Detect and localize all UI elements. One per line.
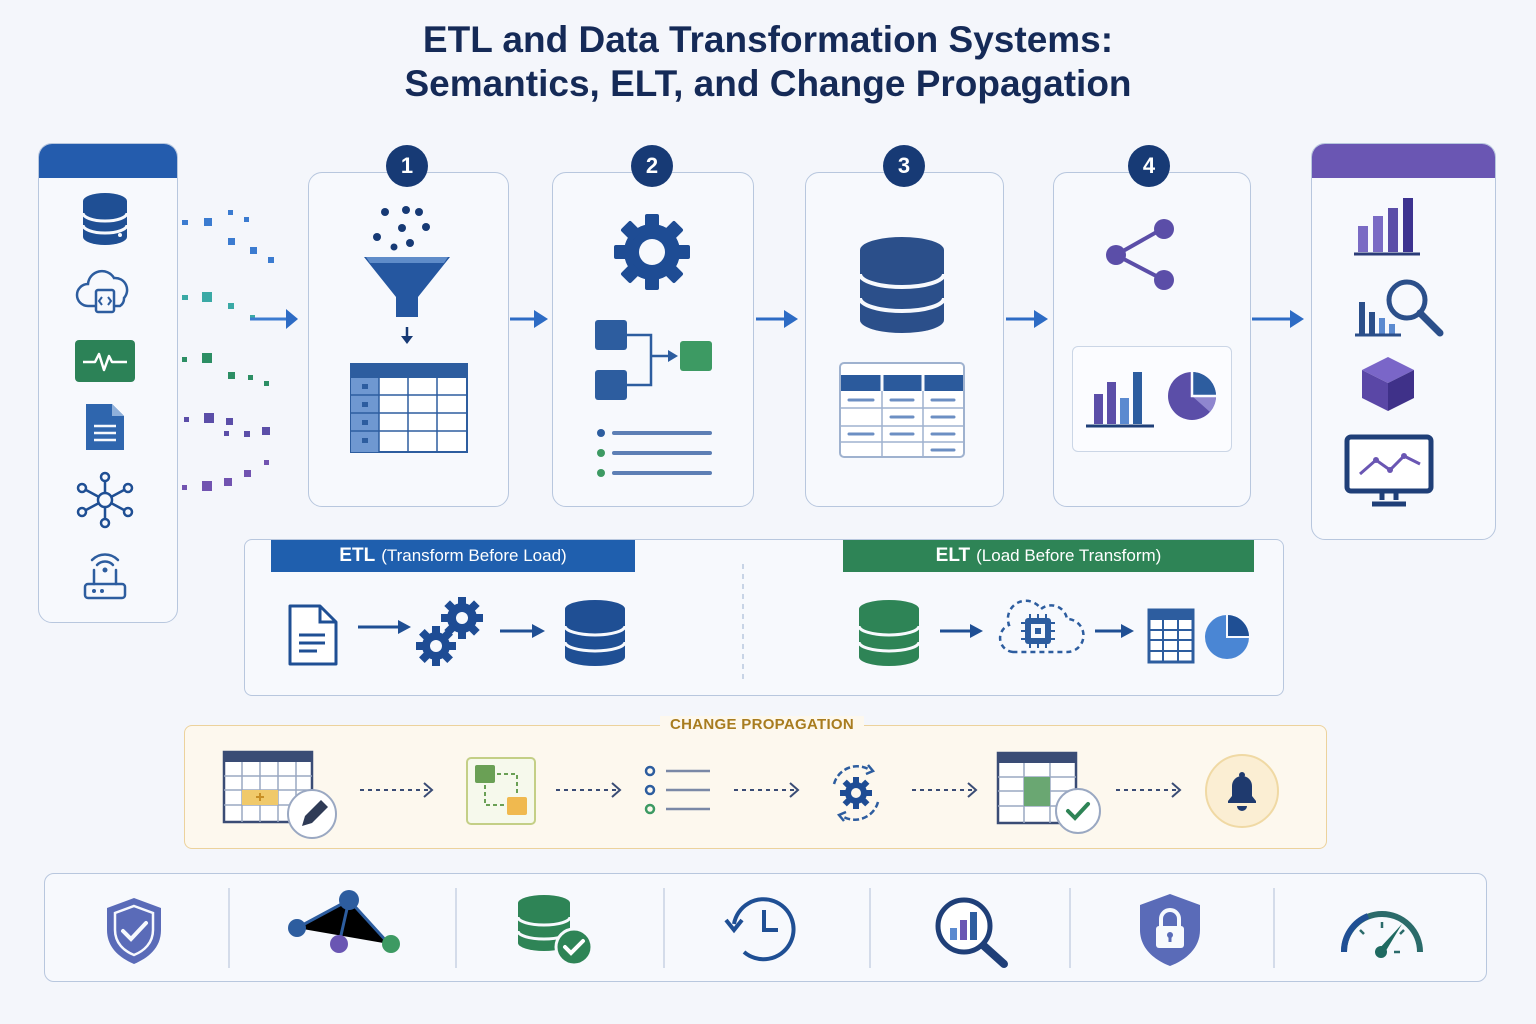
title-line-1: ETL and Data Transformation Systems: (422, 19, 1114, 60)
lineage-graph-icon (288, 890, 400, 953)
warehouse-table-icon (839, 362, 965, 458)
elt-arrow-1 (940, 624, 983, 638)
bar-chart-icon (1086, 372, 1154, 428)
change-propagation-title: CHANGE PROPAGATION (660, 716, 865, 733)
wifi-router-icon (83, 553, 127, 600)
sync-gear-icon (832, 764, 880, 822)
panel-divider (742, 564, 744, 682)
diff-icon (466, 757, 536, 825)
elt-panel-header: ELT (Load Before Transform) (843, 540, 1254, 572)
table-grid-icon (1147, 608, 1195, 664)
arrow-step3-step4 (1006, 310, 1048, 328)
history-clock-icon (724, 897, 796, 962)
sources-header-bar (39, 144, 177, 178)
elt-label: (Load Before Transform) (976, 546, 1162, 565)
cube-icon (1362, 357, 1414, 411)
propagation-arrow-4 (912, 782, 978, 798)
arrow-step4-consumers (1252, 310, 1304, 328)
notification-bell-icon (1205, 754, 1279, 828)
funnel-icon (364, 206, 450, 344)
elt-arrow-2 (1095, 624, 1134, 638)
access-lock-icon (1140, 894, 1200, 966)
document-icon (86, 404, 124, 450)
bar-chart-icon (1354, 198, 1420, 256)
performance-gauge-icon (1340, 911, 1423, 958)
consumers-header-bar (1312, 144, 1495, 178)
etl-key: ETL (339, 545, 376, 566)
updated-table-icon (996, 751, 1101, 834)
step-2-badge: 2 (631, 145, 673, 187)
rule-list-icon (597, 429, 712, 477)
page-title: ETL and Data Transformation Systems: Sem… (0, 18, 1536, 106)
title-line-2: Semantics, ELT, and Change Propagation (404, 63, 1132, 104)
etl-label: (Transform Before Load) (381, 546, 567, 565)
cloud-api-icon (75, 269, 129, 314)
propagation-arrow-5 (1116, 782, 1182, 798)
document-icon (288, 604, 338, 666)
change-propagation-panel (184, 725, 1327, 849)
etl-arrow-2 (500, 624, 545, 638)
database-icon (858, 237, 946, 333)
share-icon (1106, 219, 1174, 290)
elt-key: ELT (935, 545, 971, 566)
gear-icon (614, 214, 690, 290)
propagation-arrow-1 (360, 782, 434, 798)
step-4-badge: 4 (1128, 145, 1170, 187)
edited-table-icon (222, 750, 337, 839)
arrow-step2-step3 (756, 310, 798, 328)
database-icon (857, 600, 921, 666)
validated-data-icon (516, 895, 594, 967)
staging-table-icon (350, 363, 468, 453)
mapping-flow-icon (595, 320, 712, 400)
pie-chart-icon (1205, 615, 1249, 659)
database-icon (563, 600, 627, 666)
propagation-arrow-3 (734, 782, 800, 798)
arrow-step1-step2 (510, 310, 548, 328)
etl-arrow-1 (358, 620, 411, 634)
database-icon (81, 193, 129, 245)
pie-chart-icon (1168, 372, 1217, 420)
heart-monitor-icon (75, 340, 135, 382)
step-1-badge: 1 (386, 145, 428, 187)
change-log-icon (644, 765, 710, 815)
propagation-arrow-2 (556, 782, 622, 798)
monitor-trend-icon (1344, 434, 1434, 507)
analytics-search-icon (1355, 279, 1444, 337)
etl-panel-header: ETL (Transform Before Load) (271, 540, 635, 572)
quality-search-icon (935, 897, 1008, 968)
source-flow-dots (182, 210, 298, 491)
cloud-compute-icon (998, 599, 1085, 654)
strip-dividers (228, 888, 1275, 968)
step-3-badge: 3 (883, 145, 925, 187)
security-shield-icon (107, 898, 161, 964)
gears-icon (416, 597, 483, 666)
network-hub-icon (76, 471, 134, 529)
